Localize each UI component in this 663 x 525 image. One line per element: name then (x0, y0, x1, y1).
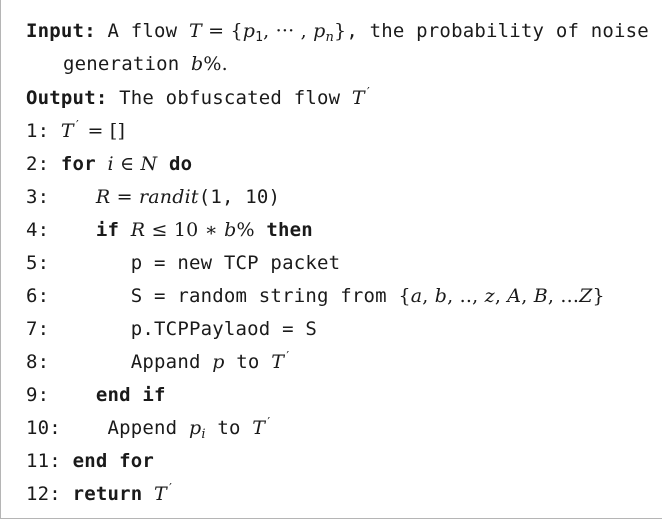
algo-line-10: 10: Append pi to T′ (26, 415, 273, 442)
line-text-to: to (217, 417, 241, 439)
keyword-then: then (266, 219, 313, 241)
input-label: Input: (26, 20, 96, 42)
input-text-cont: , the probability of noise (346, 20, 649, 42)
input-text: A flow (107, 20, 178, 42)
output-label: Output: (26, 87, 108, 109)
algo-line-5: 5: p = new TCP packet (26, 251, 340, 275)
randit-fn: randit (138, 186, 199, 208)
line-number: 3: (26, 186, 50, 208)
input-line: Input: A flow T = {p1, ··· , pn}, the pr… (26, 20, 649, 45)
line-number: 4: (26, 219, 50, 241)
line-text: Append (107, 417, 178, 439)
algo-line-1: 1: T′ = [] (26, 118, 126, 142)
keyword-end-for: end for (72, 450, 155, 472)
keyword-end-if: end if (95, 384, 166, 406)
line-text-to: to (236, 351, 260, 373)
algo-line-9: 9: end if (26, 383, 166, 407)
output-text: The obfuscated flow (119, 87, 341, 109)
input-line-cont: generation b%. (63, 53, 228, 75)
line-number: 11: (26, 450, 61, 472)
algo-line-2: 2: for i ∈ N do (26, 153, 193, 175)
line-number: 10: (26, 417, 61, 439)
algo-line-12: 12: return T′ (26, 481, 175, 505)
algo-line-3: 3: R = randit(1, 10) (26, 186, 281, 208)
algo-line-11: 11: end for (26, 449, 154, 473)
line-number: 9: (26, 384, 50, 406)
algo-line-6: 6: S = random string from {a, b, .., z, … (26, 285, 605, 307)
line-number: 1: (26, 120, 50, 142)
algo-line-8: 8: Appand p to T′ (26, 349, 292, 373)
algo-line-7: 7: p.TCPPaylaod = S (26, 317, 317, 341)
line-text: Appand (130, 351, 201, 373)
line-text: p.TCPPaylaod = S (130, 318, 317, 340)
output-line: Output: The obfuscated flow T′ (26, 85, 373, 109)
line-number: 6: (26, 285, 50, 307)
keyword-return: return (72, 483, 143, 505)
keyword-if: if (95, 219, 120, 241)
line-number: 8: (26, 351, 50, 373)
flow-formula: T (188, 20, 202, 42)
line-number: 7: (26, 318, 50, 340)
line-text: = [] (87, 120, 126, 142)
line-number: 2: (26, 153, 50, 175)
randit-args: (1, 10) (198, 186, 281, 208)
line-text: S = random string from (130, 285, 399, 307)
algo-line-4: 4: if R ≤ 10 ∗ b% then (26, 219, 313, 241)
line-number: 12: (26, 483, 61, 505)
input-text-3: generation (63, 53, 180, 75)
keyword-for: for (60, 153, 96, 175)
line-text: p = new TCP packet (130, 252, 341, 274)
line-number: 5: (26, 252, 50, 274)
keyword-do: do (168, 153, 193, 175)
